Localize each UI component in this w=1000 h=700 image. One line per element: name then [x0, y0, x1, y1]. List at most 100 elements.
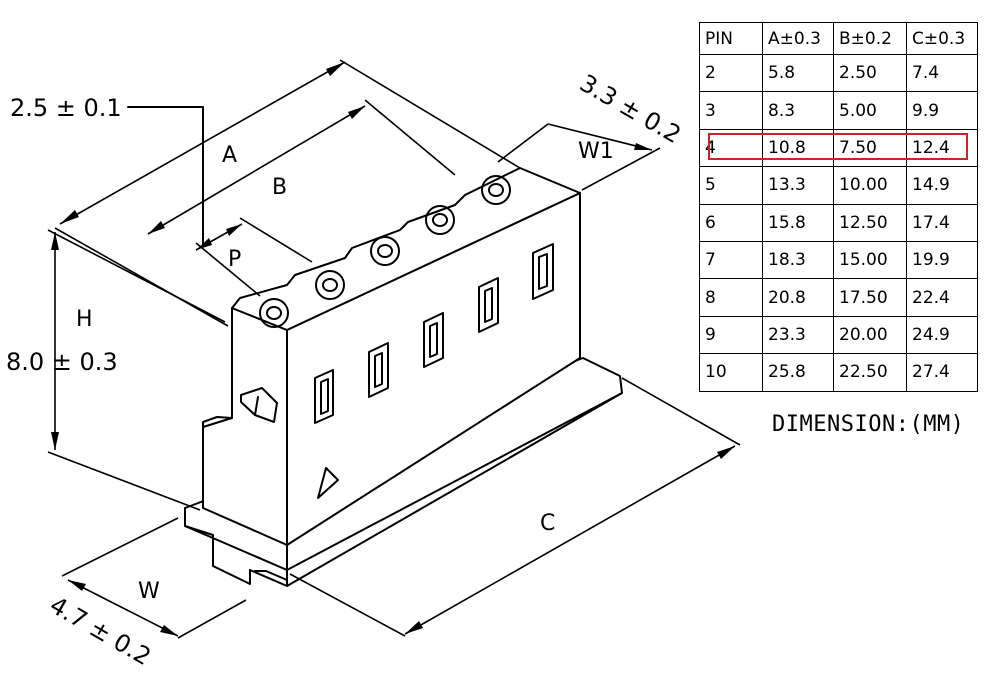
ext-line — [47, 229, 226, 323]
table-cell: 7 — [699, 240, 763, 280]
table-cell: 3 — [699, 91, 763, 130]
table-row-highlighted: 4 10.8 7.50 12.4 — [699, 128, 978, 168]
dimension-table: PIN A±0.3 B±0.2 C±0.3 2 5.8 2.50 7.4 3 8… — [699, 22, 978, 392]
hole-inner — [432, 213, 448, 227]
hole-inner — [322, 278, 338, 292]
ext-line — [195, 242, 261, 297]
column-header: C±0.3 — [906, 22, 978, 55]
table-cell: 22.4 — [906, 278, 978, 317]
ext-line — [497, 123, 549, 163]
base-front-step — [184, 507, 251, 585]
label-W1: W1 — [578, 139, 614, 164]
table-cell: 2 — [699, 53, 763, 93]
table-cell: 7.4 — [906, 53, 978, 93]
table-cell: 8 — [699, 278, 763, 317]
hole-outer — [481, 175, 511, 205]
label-C: C — [540, 511, 555, 536]
pin-holes — [259, 175, 511, 328]
column-header: B±0.2 — [833, 22, 907, 55]
label-P: P — [228, 247, 241, 272]
window — [423, 312, 444, 368]
table-cell: 15.00 — [833, 240, 907, 280]
hole-outer — [259, 298, 289, 328]
arrowhead — [60, 210, 79, 224]
hole-outer — [425, 205, 455, 235]
window-inner — [538, 253, 548, 290]
table-row: 8 20.8 17.50 22.4 — [699, 278, 978, 317]
hole-inner — [266, 306, 282, 320]
arrowhead — [51, 432, 59, 450]
front-windows — [314, 243, 554, 424]
housing-top-face — [231, 167, 581, 331]
pitch-leader — [127, 106, 204, 245]
arrowhead — [717, 446, 735, 459]
table-cell: 9.9 — [906, 91, 978, 130]
table-cell: 20.8 — [762, 278, 834, 317]
ext-line — [581, 147, 661, 191]
table-cell: 10 — [699, 353, 763, 392]
label-B: B — [272, 175, 287, 200]
table-cell: 13.3 — [762, 166, 834, 205]
latch — [240, 387, 278, 423]
arrowhead — [51, 232, 59, 250]
ext-line — [54, 227, 229, 327]
arrowhead — [148, 221, 165, 234]
table-cell: 22.50 — [833, 353, 907, 392]
table-cell: 18.3 — [762, 240, 834, 280]
dim-line-W1 — [547, 123, 653, 151]
table-cell: 27.4 — [906, 353, 978, 392]
row-highlight-box — [708, 133, 968, 160]
column-header: PIN — [699, 22, 763, 55]
housing-step — [202, 416, 233, 428]
table-cell: 5 — [699, 166, 763, 205]
table-cell: 23.3 — [762, 315, 834, 355]
ext-line — [621, 377, 741, 446]
top-width-dimension: 3.3 ± 0.2 — [575, 69, 686, 149]
table-cell: 8.3 — [762, 91, 834, 130]
table-cell: 17.4 — [906, 203, 978, 242]
table-row: 6 15.8 12.50 17.4 — [699, 203, 978, 242]
table-row: 10 25.8 22.50 27.4 — [699, 353, 978, 392]
ext-line — [47, 451, 201, 511]
hole-outer — [315, 270, 345, 300]
ext-line — [364, 99, 456, 176]
unit-note: DIMENSION:(MM) — [772, 412, 965, 437]
hole-inner — [377, 244, 393, 258]
table-cell: 12.4 — [906, 128, 978, 168]
window-inner — [484, 287, 493, 323]
housing-left-face — [202, 307, 288, 546]
window-inner — [320, 378, 329, 415]
pitch-dimension: 2.5 ± 0.1 — [10, 94, 122, 122]
window — [478, 277, 499, 333]
table-row: 3 8.3 5.00 9.9 — [699, 91, 978, 130]
dim-line-C — [404, 445, 736, 635]
table-cell: 10.8 — [762, 128, 834, 168]
latch-edge — [254, 396, 259, 416]
dim-line-W — [67, 579, 179, 637]
window — [314, 369, 334, 424]
table-cell: 5.8 — [762, 53, 834, 93]
table-cell: 2.50 — [833, 53, 907, 93]
table-cell: 12.50 — [833, 203, 907, 242]
arrowhead — [348, 106, 365, 119]
ext-line — [61, 517, 179, 577]
ext-line — [289, 573, 406, 637]
column-header: A±0.3 — [762, 22, 834, 55]
dimension-lines — [47, 59, 741, 639]
pin1-triangle-marker — [317, 467, 339, 499]
table-header-row: PIN A±0.3 B±0.2 C±0.3 — [699, 22, 978, 55]
table-cell: 24.9 — [906, 315, 978, 355]
window-inner — [429, 322, 438, 358]
window — [532, 243, 554, 300]
label-H: H — [76, 307, 93, 332]
table-cell: 19.9 — [906, 240, 978, 280]
table-cell: 15.8 — [762, 203, 834, 242]
height-dimension: 8.0 ± 0.3 — [6, 348, 118, 376]
table-cell: 20.00 — [833, 315, 907, 355]
housing-body — [202, 167, 581, 546]
arrowhead — [68, 580, 86, 591]
table-cell: 14.9 — [906, 166, 978, 205]
base-notch — [254, 570, 288, 581]
ext-line — [239, 217, 313, 263]
